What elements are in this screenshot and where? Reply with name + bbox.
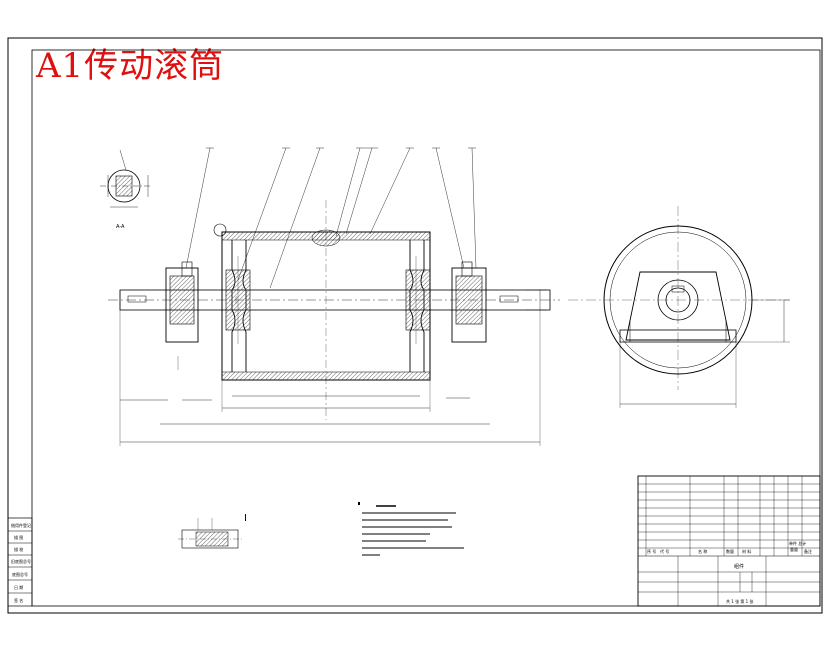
drum-assembly-side-view (568, 206, 790, 408)
title-block: 序 号 代 号 名 称 数量 材 料 单件 总计 重量 备注 组件 共 1 张 … (637, 475, 821, 607)
section-view-a-a: A-A (100, 149, 150, 230)
parts-header-unit-total: 单件 总计 (789, 540, 806, 546)
left-strip-item-3: 旧底图总号 (11, 558, 31, 564)
section-label: A-A (116, 224, 125, 230)
left-strip-item-6: 签 名 (14, 597, 23, 603)
parts-header-material: 材 料 (742, 548, 751, 554)
left-strip-item-1: 描 图 (14, 534, 23, 540)
drawing-title: A1传动滚筒 (36, 46, 225, 86)
title-part-name: 组件 (734, 563, 744, 570)
drawing-frame (31, 49, 821, 607)
left-strip-item-2: 描 校 (14, 546, 23, 552)
left-registration-strip: 借用件登记 描 图 描 校 旧底图总号 底图总号 日 期 签 名 (7, 517, 33, 607)
technical-notes (358, 502, 464, 556)
drum-assembly-front-view (108, 147, 560, 446)
left-strip-item-5: 日 期 (14, 584, 23, 590)
detail-label: I (244, 513, 247, 524)
parts-header-name: 名 称 (698, 548, 707, 554)
parts-header-seq: 序 号 (647, 548, 656, 554)
parts-header-qty: 数量 (726, 548, 734, 554)
parts-header-remark: 备注 (804, 548, 812, 554)
left-strip-item-0: 借用件登记 (11, 522, 31, 528)
detail-view-i: I (178, 513, 247, 549)
title-sheet-info: 共 1 张 第 1 张 (726, 598, 753, 604)
parts-header-weight: 重量 (790, 546, 798, 552)
left-strip-item-4: 底图总号 (12, 571, 28, 577)
sheet-border (7, 37, 823, 614)
parts-header-code: 代 号 (660, 548, 669, 554)
